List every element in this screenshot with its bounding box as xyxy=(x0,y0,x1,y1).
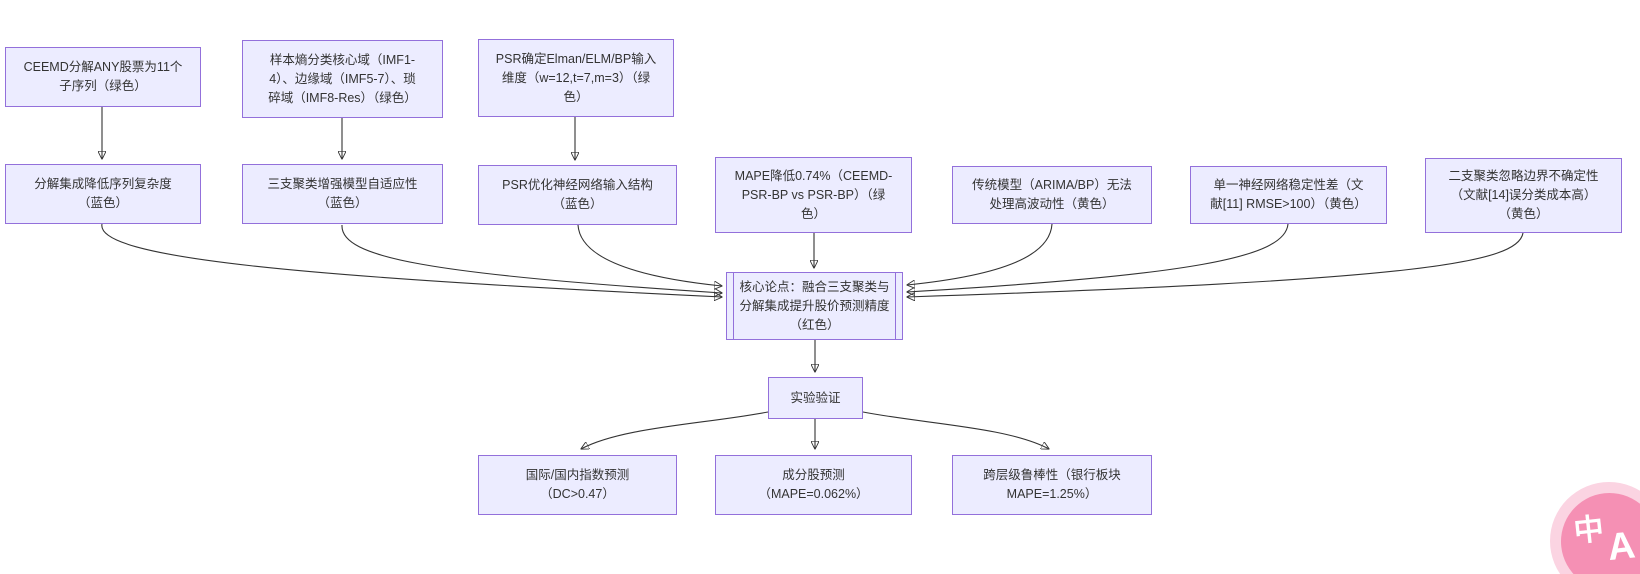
node-constituent-stock-prediction: 成分股预测 （MAPE=0.062%） xyxy=(715,455,912,515)
node-experiment-validation: 实验验证 xyxy=(768,377,863,419)
node-label: CEEMD分解ANY股票为11个 子序列（绿色） xyxy=(23,60,183,93)
node-label: 三支聚类增强模型自适应性 （蓝色） xyxy=(267,177,418,210)
edge-decomp-to-core xyxy=(101,223,722,297)
node-decomposition-reduces-complexity: 分解集成降低序列复杂度 （蓝色） xyxy=(5,164,201,224)
node-three-way-clustering-adaptivity: 三支聚类增强模型自适应性 （蓝色） xyxy=(242,164,443,224)
node-traditional-model-limitation: 传统模型（ARIMA/BP）无法 处理高波动性（黄色） xyxy=(952,166,1152,224)
node-two-way-clustering-limitation: 二支聚类忽略边界不确定性 （文献[14]误分类成本高） （黄色） xyxy=(1425,158,1622,233)
node-label: PSR确定Elman/ELM/BP输入 维度（w=12,t=7,m=3）（绿 色… xyxy=(495,51,657,104)
node-label: 传统模型（ARIMA/BP）无法 处理高波动性（黄色） xyxy=(972,178,1132,211)
node-label: MAPE降低0.74%（CEEMD- PSR-BP vs PSR-BP）（绿 色… xyxy=(734,168,893,221)
node-label: 核心论点：融合三支聚类与 分解集成提升股价预测精度 （红色） xyxy=(739,279,890,332)
edge-experiment-to-robust xyxy=(862,411,1049,449)
node-sample-entropy-classification: 样本熵分类核心域（IMF1- 4）、边缘域（IMF5-7）、琐 碎域（IMF8-… xyxy=(242,40,443,118)
node-label: 跨层级鲁棒性（银行板块 MAPE=1.25%） xyxy=(983,468,1121,501)
node-cross-level-robustness: 跨层级鲁棒性（银行板块 MAPE=1.25%） xyxy=(952,455,1152,515)
edge-threeway-to-core xyxy=(341,224,722,293)
translate-badge-button[interactable]: 中 A xyxy=(1550,482,1640,574)
translate-badge-en: A xyxy=(1604,523,1637,569)
node-label: 成分股预测 （MAPE=0.062%） xyxy=(758,468,869,501)
node-label: 实验验证 xyxy=(790,390,841,405)
node-psr-optimizes-input-structure: PSR优化神经网络输入结构 （蓝色） xyxy=(478,165,677,225)
node-label: 样本熵分类核心域（IMF1- 4）、边缘域（IMF5-7）、琐 碎域（IMF8-… xyxy=(268,52,417,105)
node-index-prediction: 国际/国内指数预测 （DC>0.47） xyxy=(478,455,677,515)
node-psr-input-dimension: PSR确定Elman/ELM/BP输入 维度（w=12,t=7,m=3）（绿 色… xyxy=(478,39,674,117)
translate-badge-zh: 中 xyxy=(1571,512,1605,549)
node-label: 单一神经网络稳定性差（文 献[11] RMSE>100）（黄色） xyxy=(1210,178,1367,211)
node-label: 分解集成降低序列复杂度 （蓝色） xyxy=(34,177,172,210)
node-mape-reduction: MAPE降低0.74%（CEEMD- PSR-BP vs PSR-BP）（绿 色… xyxy=(715,157,912,233)
edge-psropt-to-core xyxy=(577,224,722,286)
node-core-thesis: 核心论点：融合三支聚类与 分解集成提升股价预测精度 （红色） xyxy=(726,272,903,340)
node-single-nn-instability: 单一神经网络稳定性差（文 献[11] RMSE>100）（黄色） xyxy=(1190,166,1387,224)
edge-traditional-to-core xyxy=(907,223,1053,285)
edge-twoway-to-core xyxy=(907,232,1524,297)
edge-experiment-to-index xyxy=(581,411,769,449)
node-label: 二支聚类忽略边界不确定性 （文献[14]误分类成本高） （黄色） xyxy=(1448,169,1599,221)
node-label: PSR优化神经网络输入结构 （蓝色） xyxy=(502,178,653,211)
node-ceemd-decomposition: CEEMD分解ANY股票为11个 子序列（绿色） xyxy=(5,47,201,107)
node-label: 国际/国内指数预测 （DC>0.47） xyxy=(525,468,630,501)
edge-singlenn-to-core xyxy=(907,223,1289,292)
translate-badge-icon: 中 A xyxy=(1555,487,1640,574)
